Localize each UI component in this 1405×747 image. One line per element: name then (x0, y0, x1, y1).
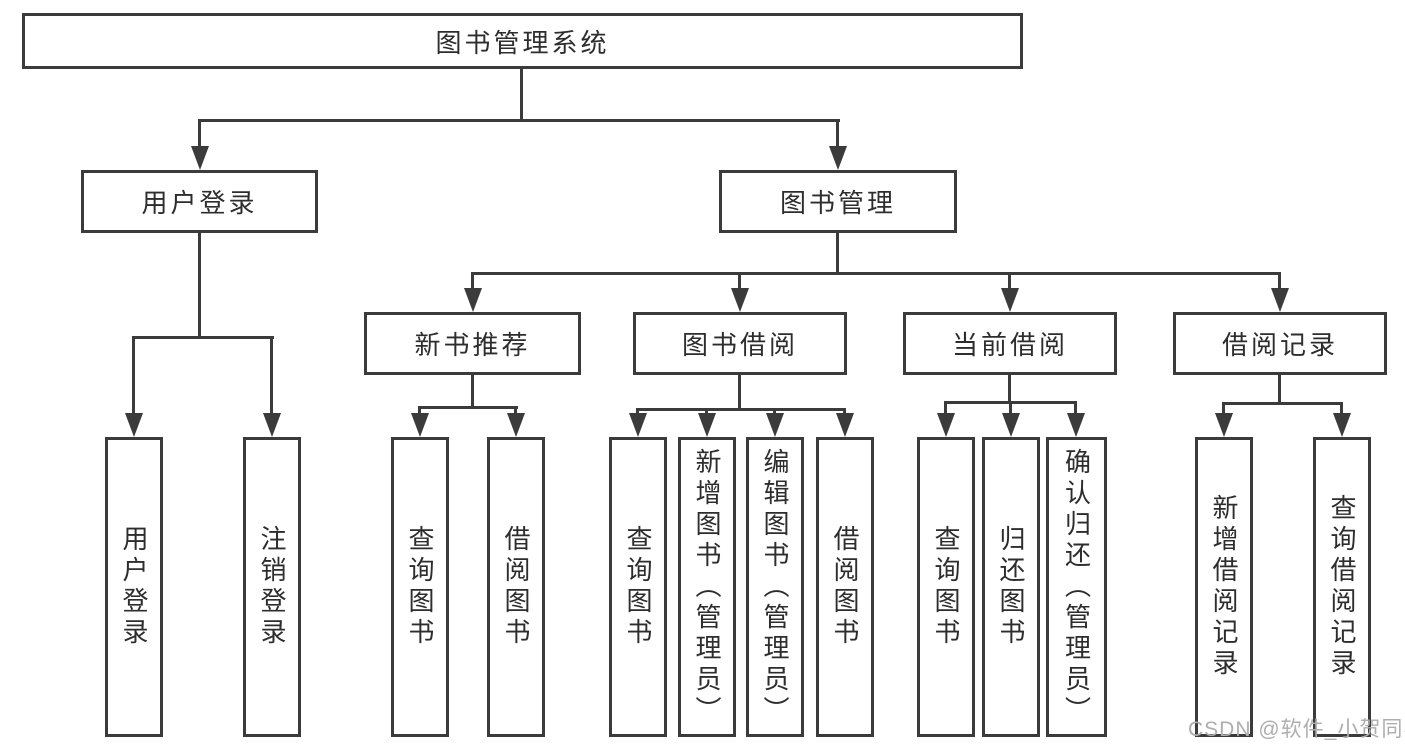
leaf-label: 借阅图书 (501, 525, 531, 649)
connector-arrow-stem (1074, 401, 1077, 420)
leaf-logout: 注销登录 (243, 437, 301, 737)
connector-records-stem (1278, 375, 1281, 405)
leaf-confirm-return-admin: 确认归还（管理员） (1046, 437, 1107, 737)
arrowhead-icon (1067, 413, 1085, 437)
leaf-label: 注销登录 (257, 525, 287, 649)
arrowhead-icon (1271, 288, 1289, 312)
leaf-label: 归还图书 (996, 525, 1026, 649)
arrowhead-icon (1001, 288, 1019, 312)
arrowhead-icon (411, 413, 429, 437)
node-book-management: 图书管理 (719, 170, 957, 233)
leaf-query-borrow-record: 查询借阅记录 (1313, 437, 1371, 737)
arrowhead-icon (1002, 413, 1020, 437)
connector-arrow-stem (1009, 401, 1012, 420)
connector-recommend-bus (418, 406, 518, 409)
arrowhead-icon (629, 413, 647, 437)
leaf-query-books-borrowing: 查询图书 (609, 437, 667, 737)
leaf-label: 借阅图书 (830, 525, 860, 649)
connector-borrowing-stem (738, 375, 741, 411)
arrowhead-icon (1333, 413, 1351, 437)
arrowhead-icon (766, 413, 784, 437)
arrowhead-icon (1215, 413, 1233, 437)
arrowhead-icon (937, 413, 955, 437)
connector-level1-bus (198, 119, 840, 122)
connector-userlogin-bus (132, 336, 274, 339)
leaf-add-book-admin: 新增图书（管理员） (678, 437, 736, 737)
node-label: 新书推荐 (414, 330, 531, 360)
arrowhead-icon (125, 413, 143, 437)
connector-current-stem (1008, 375, 1011, 404)
arrowhead-icon (263, 413, 281, 437)
node-borrowing-records: 借阅记录 (1173, 312, 1387, 375)
connector-bookmgmt-stem (836, 233, 839, 275)
leaf-edit-book-admin: 编辑图书（管理员） (746, 437, 804, 737)
node-label: 图书管理系统 (435, 27, 610, 58)
node-library-management-system: 图书管理系统 (22, 13, 1023, 69)
arrowhead-icon (507, 413, 525, 437)
arrowhead-icon (836, 413, 854, 437)
leaf-return-book: 归还图书 (982, 437, 1040, 737)
connector-arrow-stem (198, 119, 201, 151)
connector-arrow-stem (270, 336, 273, 421)
arrowhead-icon (698, 413, 716, 437)
arrowhead-icon (191, 146, 209, 170)
leaf-label: 编辑图书（管理员） (760, 447, 790, 727)
connector-arrow-stem (836, 119, 839, 151)
leaf-label: 查询图书 (623, 525, 653, 649)
leaf-query-books-current: 查询图书 (917, 437, 975, 737)
node-label: 借阅记录 (1221, 330, 1338, 360)
leaf-borrow-books-recommend: 借阅图书 (487, 437, 545, 737)
connector-arrow-stem (132, 336, 135, 421)
leaf-label: 查询图书 (931, 525, 961, 649)
node-label: 当前借阅 (951, 330, 1068, 360)
node-label: 图书借阅 (681, 330, 798, 360)
leaf-label: 用户登录 (119, 525, 149, 649)
leaf-label: 新增借阅记录 (1209, 494, 1239, 680)
leaf-user-login: 用户登录 (105, 437, 163, 737)
connector-userlogin-stem (198, 233, 201, 339)
arrowhead-icon (829, 146, 847, 170)
arrowhead-icon (731, 288, 749, 312)
connector-arrow-stem (471, 272, 474, 292)
node-current-borrowing: 当前借阅 (903, 312, 1117, 375)
arrowhead-icon (464, 288, 482, 312)
node-user-login: 用户登录 (81, 170, 318, 233)
leaf-query-books-recommend: 查询图书 (391, 437, 449, 737)
connector-borrowing-bus (636, 408, 846, 411)
connector-arrow-stem (1340, 402, 1343, 420)
connector-recommend-stem (471, 375, 474, 409)
node-label: 图书管理 (779, 188, 896, 218)
connector-arrow-stem (1278, 272, 1281, 292)
connector-level3-bus (471, 272, 1281, 275)
connector-root-stem (520, 69, 523, 119)
leaf-label: 确认归还（管理员） (1061, 447, 1092, 727)
connector-arrow-stem (944, 401, 947, 420)
connector-records-bus (1222, 402, 1343, 405)
csdn-watermark: CSDN @软件_小贺同学 (1188, 718, 1405, 741)
node-new-book-recommendation: 新书推荐 (364, 312, 581, 375)
node-label: 用户登录 (141, 188, 258, 218)
leaf-add-borrow-record: 新增借阅记录 (1195, 437, 1253, 737)
leaf-label: 查询图书 (405, 525, 435, 649)
connector-arrow-stem (1222, 402, 1225, 420)
leaf-borrow-books-borrowing: 借阅图书 (816, 437, 874, 737)
leaf-label: 新增图书（管理员） (692, 447, 722, 727)
connector-arrow-stem (1008, 272, 1011, 292)
connector-arrow-stem (738, 272, 741, 292)
leaf-label: 查询借阅记录 (1327, 494, 1357, 680)
node-book-borrowing: 图书借阅 (633, 312, 847, 375)
